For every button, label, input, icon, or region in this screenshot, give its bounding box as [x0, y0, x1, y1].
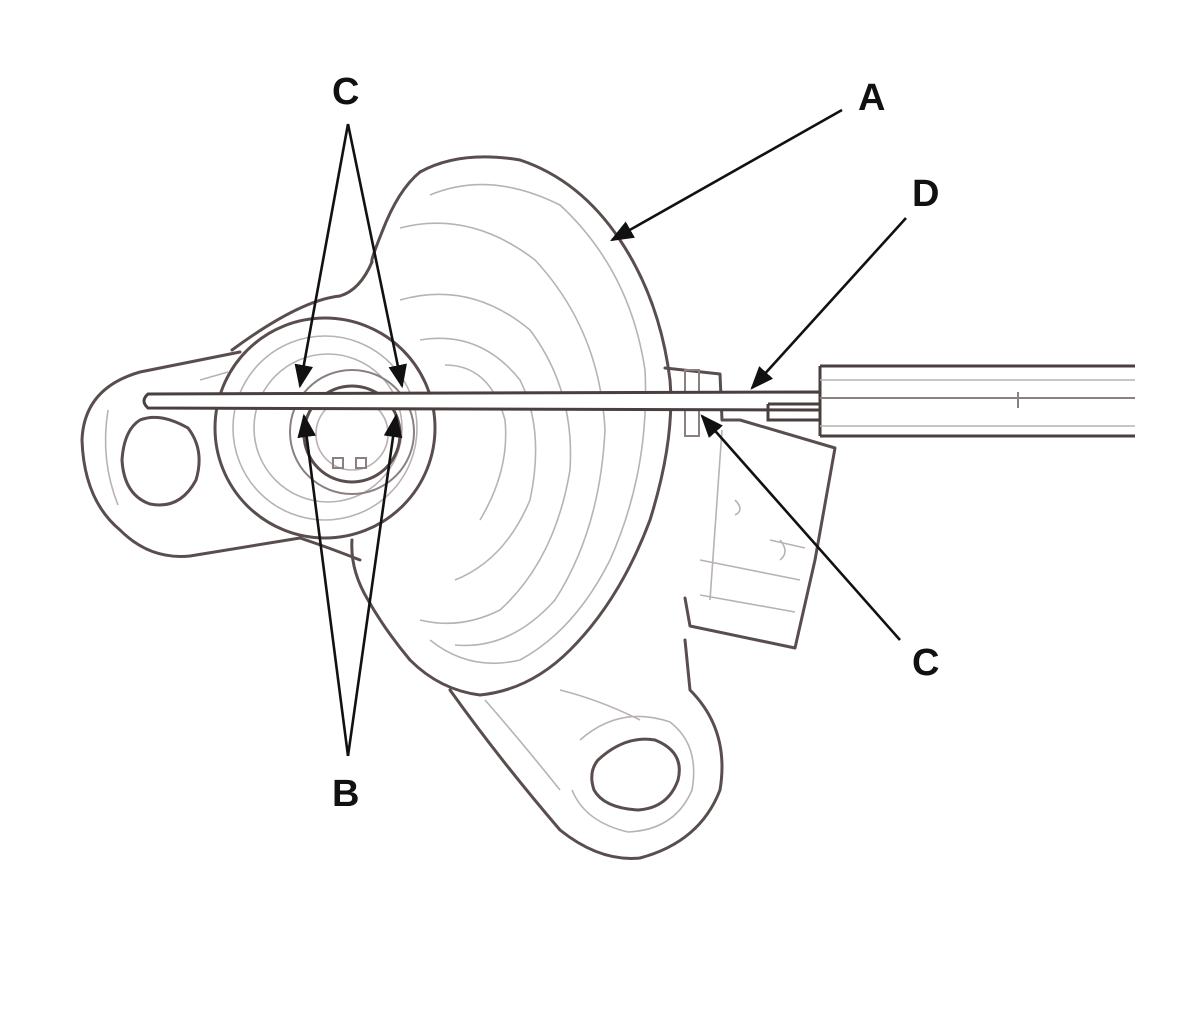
test-probe	[142, 364, 1135, 438]
sensor-cover	[350, 155, 673, 697]
leader-b-left	[297, 413, 350, 757]
label-d: D	[912, 173, 939, 215]
leader-c-top-right	[346, 123, 407, 389]
sensor-body	[80, 155, 837, 860]
hub-outer	[213, 316, 437, 540]
leader-c-side	[700, 414, 901, 641]
left-bolt-hole	[120, 415, 201, 507]
probe-handle	[766, 364, 1135, 438]
leader-d	[750, 217, 907, 390]
hub-slot-left	[332, 457, 344, 469]
label-c-side: C	[912, 642, 939, 684]
leader-a	[609, 108, 843, 242]
left-mounting-flange	[80, 350, 302, 558]
label-a: A	[858, 77, 885, 119]
lower-bolt-hole	[590, 737, 681, 812]
connector-housing	[663, 366, 837, 650]
label-c-top: C	[332, 71, 359, 113]
leader-c-top-left	[294, 123, 350, 389]
hub-slot-right	[355, 457, 367, 469]
probe-rod	[142, 390, 822, 412]
leader-b-right	[346, 413, 403, 757]
callouts: C B A D C	[294, 71, 939, 815]
lower-mounting-flange	[448, 638, 724, 860]
label-b: B	[332, 773, 359, 815]
